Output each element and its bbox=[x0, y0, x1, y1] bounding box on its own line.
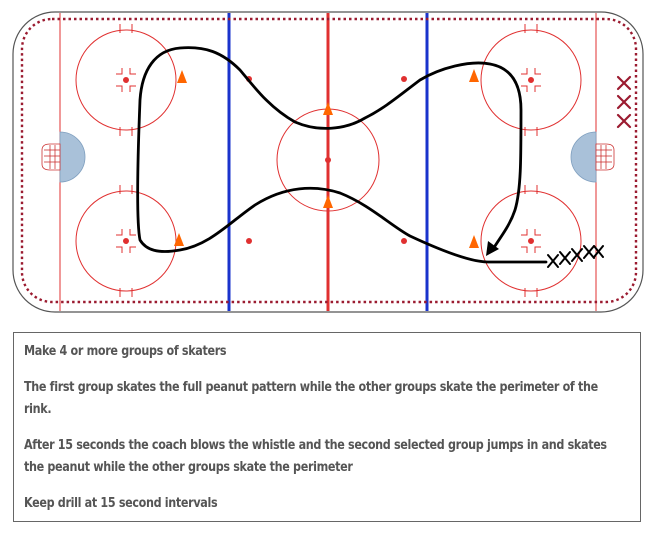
center-faceoff-dot bbox=[325, 157, 331, 163]
drill-instructions-box: Make 4 or more groups of skaters The fir… bbox=[13, 332, 641, 522]
instruction-line-2: The first group skates the full peanut p… bbox=[24, 380, 598, 417]
skater-group-waiting bbox=[547, 245, 604, 268]
goal-crease-left bbox=[59, 131, 86, 183]
cone-icon bbox=[469, 69, 479, 82]
faceoff-circle-top-left bbox=[75, 24, 177, 136]
neutral-dot bbox=[401, 76, 407, 82]
cone-icon bbox=[323, 102, 333, 115]
goal-net-left bbox=[41, 143, 61, 171]
cone-icon bbox=[323, 195, 333, 208]
arrow-icon bbox=[486, 241, 499, 256]
goal-net-right bbox=[595, 143, 615, 171]
cone-icon bbox=[174, 233, 184, 246]
cone-icon bbox=[469, 235, 479, 248]
neutral-dot bbox=[401, 238, 407, 244]
cone-icon bbox=[177, 70, 187, 83]
perimeter-skating-path bbox=[20, 17, 638, 304]
hockey-rink-diagram bbox=[12, 11, 644, 313]
instruction-line-4: Keep drill at 15 second intervals bbox=[24, 496, 218, 511]
peanut-pattern-path bbox=[136, 46, 548, 264]
goal-crease-right bbox=[570, 131, 597, 183]
faceoff-circle-bottom-right bbox=[480, 185, 582, 297]
faceoff-circle-top-right bbox=[480, 24, 582, 136]
instruction-line-1: Make 4 or more groups of skaters bbox=[24, 344, 227, 359]
neutral-dot bbox=[246, 238, 252, 244]
skater-group-perimeter bbox=[616, 75, 632, 129]
instruction-line-3: After 15 seconds the coach blows the whi… bbox=[24, 438, 607, 475]
